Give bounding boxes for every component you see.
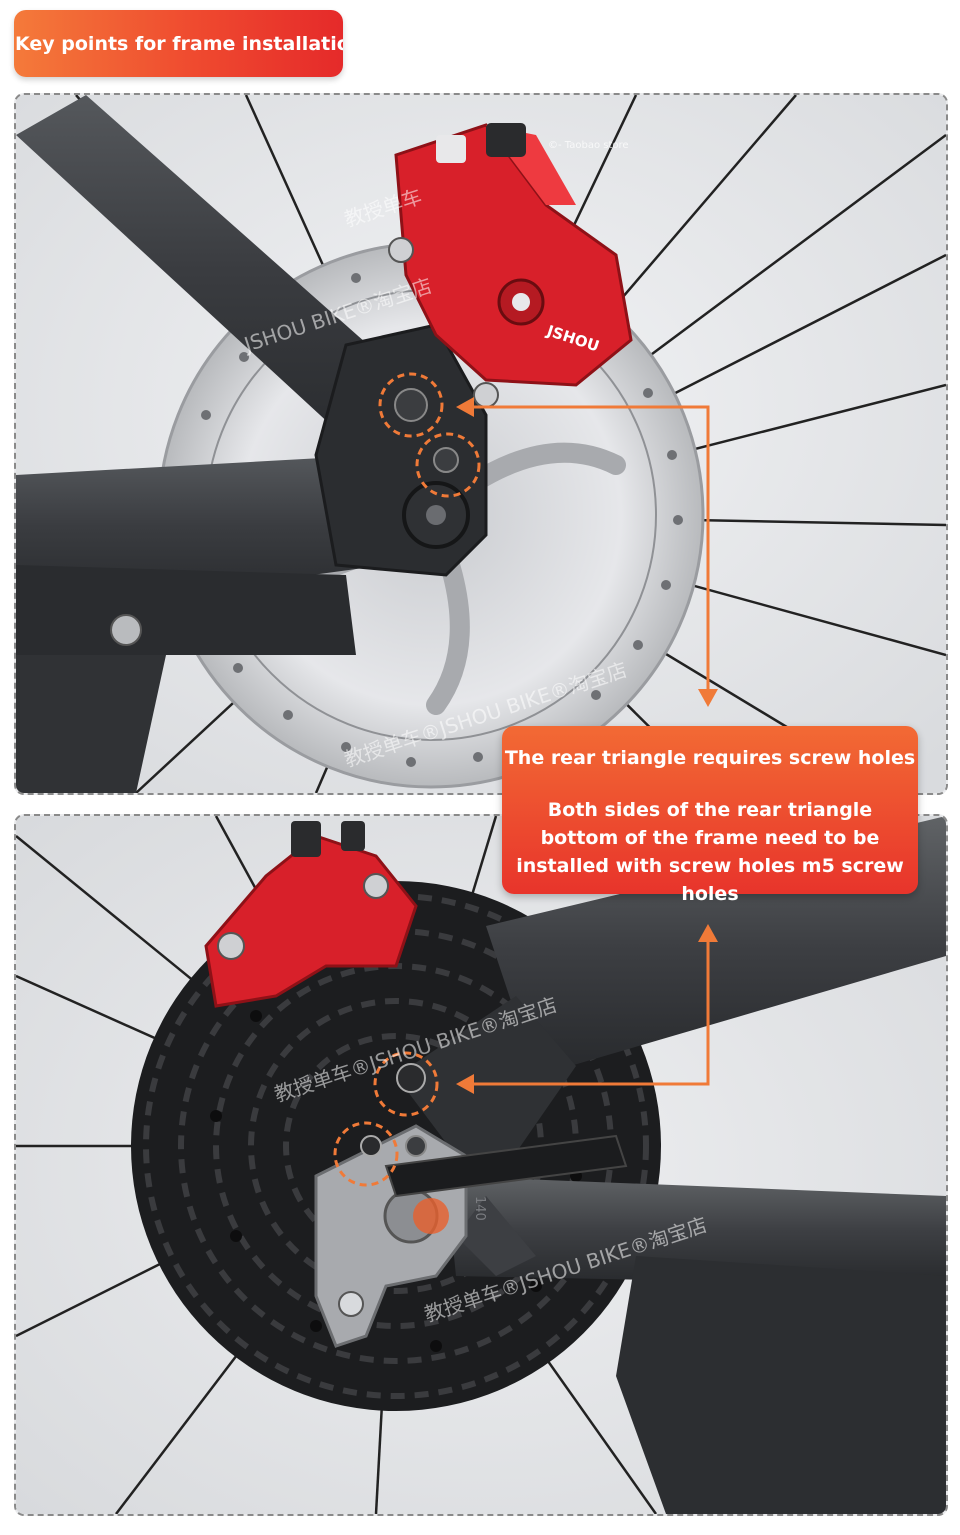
callout-body: Both sides of the rear triangle bottom o… [516, 799, 904, 905]
disc-brake-illustration: JSHOU [16, 95, 946, 793]
watermark-store: ©- Taobao store [548, 140, 629, 151]
photo-cassette-side: 140 [14, 814, 948, 1516]
highlight-circle [415, 432, 481, 498]
section-title: Key points for frame installation 2 [15, 32, 343, 55]
kickstand [616, 1256, 946, 1514]
kickstand [16, 655, 166, 793]
chain-stay [446, 1176, 946, 1286]
pointer-arrow-top [468, 405, 710, 695]
mount-screw [396, 1063, 426, 1093]
highlight-circle [373, 1051, 439, 1117]
mount-screw-hole [360, 1135, 382, 1157]
quick-release-lever [384, 1134, 628, 1198]
highlight-circle [333, 1121, 399, 1187]
info-callout: The rear triangle requires screw holes B… [502, 726, 918, 905]
photo-disc-brake-side: JSHOU [14, 93, 948, 795]
svg-text:140: 140 [472, 1196, 487, 1221]
pointer-arrow-bottom [468, 938, 710, 1086]
section-title-badge: Key points for frame installation 2 [14, 10, 343, 77]
seat-stay [16, 95, 436, 485]
highlight-circle [378, 372, 444, 438]
mount-screw-hole [433, 447, 459, 473]
callout-heading: The rear triangle requires screw holes [504, 747, 916, 769]
mount-screw [394, 388, 428, 422]
brake-caliper [204, 834, 418, 1008]
cassette-illustration: 140 [16, 816, 946, 1514]
